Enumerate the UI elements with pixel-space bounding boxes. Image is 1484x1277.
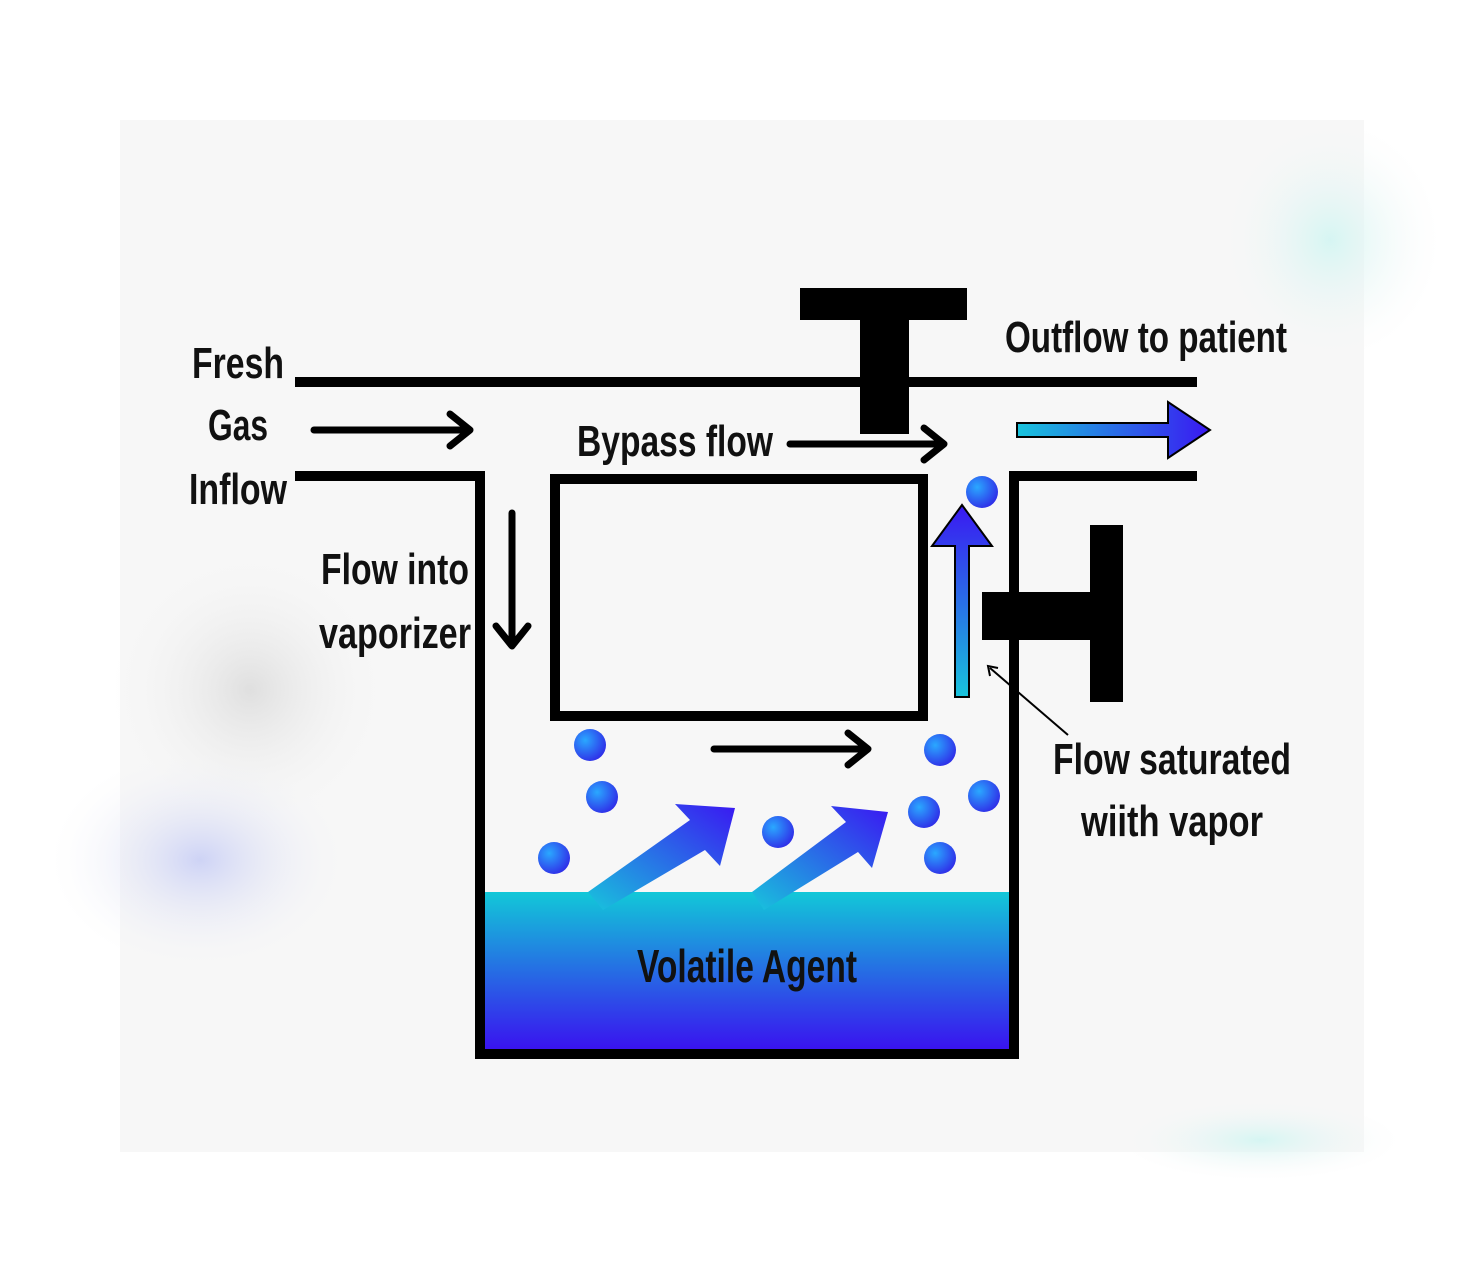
blur-decoration-teal-bottom: [1120, 1100, 1400, 1180]
evaporation-arrows: [588, 804, 888, 910]
chamber-flow-arrow: [710, 729, 872, 769]
vapor-bubble-icon: [924, 734, 956, 766]
flow-into-vaporizer-arrow: [492, 509, 532, 650]
evaporation-arrow-right: [752, 806, 888, 910]
vapor-bubble-icon: [762, 816, 794, 848]
volatile-agent-label: Volatile Agent: [637, 940, 857, 992]
fresh-gas-label-line2: Gas: [208, 401, 268, 450]
vapor-bubble-icon: [538, 842, 570, 874]
saturated-label-line1: Flow saturated: [1053, 735, 1291, 784]
pipe-walls: [295, 377, 1197, 1059]
blur-decoration-blue: [50, 750, 350, 970]
vapor-bubble-icon: [908, 796, 940, 828]
top-control-valve: [800, 288, 967, 434]
outflow-label: Outflow to patient: [1005, 313, 1287, 362]
flow-into-label-line1: Flow into: [321, 545, 469, 594]
inner-baffle: [550, 474, 928, 721]
outflow-arrow: [1016, 400, 1212, 460]
vaporizer-chamber-wall: [475, 471, 1019, 1059]
vapor-bubbles: [538, 476, 1000, 874]
vapor-bubble-icon: [586, 781, 618, 813]
evaporation-arrow-left: [588, 804, 735, 910]
blur-decoration-teal: [1220, 120, 1440, 360]
saturated-leader-line: [986, 664, 1069, 736]
side-valve-stem: [982, 592, 1102, 640]
bypass-flow-label: Bypass flow: [577, 417, 774, 466]
saturated-label-line2: wiith vapor: [1080, 797, 1263, 846]
vapor-bubble-icon: [968, 780, 1000, 812]
black-flow-arrows: [310, 410, 948, 769]
fresh-gas-arrow: [310, 410, 474, 450]
volatile-agent-liquid: [482, 892, 1016, 1052]
flow-into-label-line2: vaporizer: [319, 609, 471, 658]
fresh-gas-label-line3: Inflow: [189, 465, 288, 514]
vapor-bubble-icon: [966, 476, 998, 508]
top-valve-stem: [860, 300, 909, 434]
saturated-flow-arrow: [930, 503, 994, 698]
bypass-flow-arrow: [786, 424, 948, 464]
vapor-bubble-icon: [574, 729, 606, 761]
vapor-bubble-icon: [924, 842, 956, 874]
fresh-gas-label-line1: Fresh: [192, 339, 284, 388]
side-control-valve: [982, 525, 1123, 702]
